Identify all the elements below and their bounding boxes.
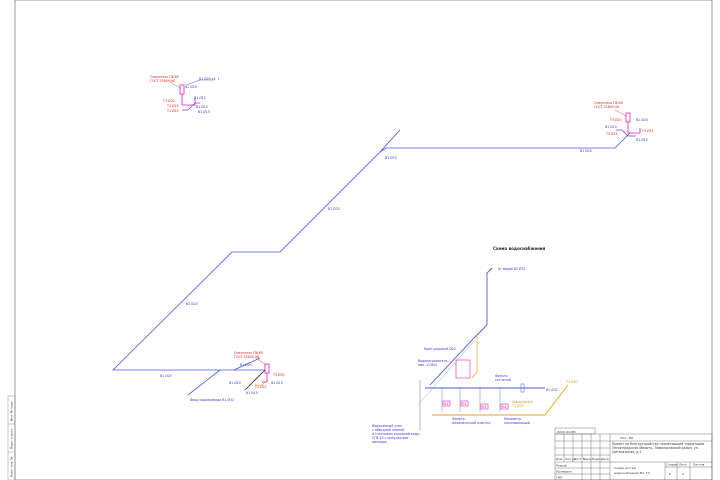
title-block-text: ХХХХ-ХХ-ВК ХХХ - ВК Проект по благоустро…	[556, 430, 705, 480]
pipe-label: Т3 Ø15	[166, 103, 179, 108]
note-label: выходом	[372, 440, 387, 444]
pipe-label: Т3 Ø15	[641, 128, 654, 133]
note-label: и счетчиком холодной воды	[372, 432, 420, 436]
column-header: Дата	[601, 457, 609, 461]
water-heater-icon	[455, 359, 471, 379]
side-stamp: Инв. № подл. Подп. и дата Взам. инв. №	[7, 395, 16, 480]
pipe-label: Т3 Ø20	[272, 372, 285, 377]
pipe-label: В1 Ø15	[636, 137, 648, 142]
project-name: Проект по благоустройству прилегающей те…	[612, 442, 705, 446]
project-info: Проект по благоустройству прилегающей те…	[612, 442, 705, 454]
column-header: Кол.уч	[565, 457, 576, 461]
pipe-labels: В1 Ø25 В1 Ø25 В1 Ø25 В1 Ø25 В1 Ø20 В1 Ø2…	[160, 148, 592, 402]
pipe-label: В1 Ø32	[546, 387, 558, 392]
note-label: сетчатый	[495, 378, 511, 382]
scheme-title: Схема водоснабжения	[493, 246, 546, 251]
column-header: Подп.	[592, 457, 601, 461]
fixture-label: Н1	[444, 402, 448, 406]
boiler-room-scheme: Схема водоснабжения от ввода В1 Ø32 Кран…	[372, 246, 578, 444]
pipe-label: В1 Ø20	[240, 362, 252, 367]
pipe-label: Т3 Ø15	[166, 108, 179, 113]
stamp-code: ХХХХ-ХХ-ВК	[557, 430, 577, 434]
main-pipe	[112, 129, 631, 396]
column-header: Лист	[574, 457, 582, 461]
column-header: Листов	[693, 463, 704, 467]
pipe-label: В1 Ø20	[229, 380, 241, 385]
column-header: Лист	[679, 463, 687, 467]
pipe-label: В1 Ø25	[186, 301, 198, 306]
note-label: механической очистки	[452, 421, 490, 425]
pipe-label: В1 Ø25	[160, 373, 172, 378]
pipe-label: В1 Ø20	[580, 148, 592, 153]
fixture-label: Н2	[462, 402, 466, 406]
note-label: ГОСТ 25809-96	[234, 355, 259, 359]
side-stamp-label: Взам. инв. №	[10, 457, 14, 477]
note-label: Фильтр	[495, 374, 508, 378]
title-block	[554, 427, 713, 480]
fixture-cluster-3: Смеситель ГВ/ХВ ГОСТ 25809-96 Т3 Ø20 Т3 …	[229, 351, 285, 395]
document-code: ХХХ - ВК	[620, 436, 634, 440]
side-stamp-label: Подп. и дата	[10, 428, 14, 449]
note-label: емк. V=80л	[418, 363, 437, 367]
column-header: Стадия	[666, 463, 678, 467]
pipe-label: В1 Ø25	[328, 206, 340, 211]
pipe-label: В1 Ø15	[246, 390, 258, 395]
role-label: Проверил	[556, 470, 571, 474]
note-label: Фильтр	[452, 417, 465, 421]
note-label: Манометр	[504, 417, 521, 421]
column-header: №док	[583, 457, 592, 461]
column-header: Изм.	[556, 457, 563, 461]
note-label: ГОСТ 25809-96	[594, 105, 619, 109]
pipe-label: Т3 Ø20	[609, 117, 622, 122]
note-label: Смеситель ГВ/ХВ	[150, 75, 179, 79]
fixture-label: Н3	[482, 405, 486, 409]
note-label: Смеситель ГВ/ХВ	[234, 351, 263, 355]
note-label: СГВ-20 с импульсным	[372, 436, 409, 440]
pipe-label: Т3 Ø15	[605, 131, 618, 136]
fixture-cluster-2: Смеситель ГВ/ХВ ГОСТ 25809-96 Т3 Ø20 Т3 …	[594, 101, 654, 142]
note-label: Смеситель ГВ/ХВ	[594, 101, 623, 105]
pipe-label: В1 Ø15	[196, 104, 208, 109]
note-label: ГОСТ 25809-96	[150, 79, 175, 83]
fixture-label: Н4	[502, 405, 506, 409]
note-label: Циркуляция	[512, 400, 533, 404]
pipe-label: В1 Ø20	[636, 117, 648, 122]
note-label: с обводной линией	[372, 428, 404, 432]
pipe-label: В1 Ø15	[605, 124, 617, 129]
sheet-value: 4	[682, 472, 684, 476]
role-label: ГИП	[556, 476, 562, 480]
ground-label: Ввод водопровода В1 Ø32	[190, 397, 234, 402]
drawing-frame	[14, 0, 713, 480]
note-label: показывающий	[504, 421, 530, 425]
pipe-label: Т3 Ø20	[162, 98, 175, 103]
note-label: Водонагреватель	[418, 359, 448, 363]
note-label: Кран шаровой Ø20	[424, 346, 456, 351]
side-stamp-label: Инв. № подл.	[10, 400, 14, 421]
note-label: Т4 Ø15	[511, 403, 524, 408]
note-label: Водомерный узел	[372, 424, 402, 428]
pipe-label: Т3 Ø15	[254, 384, 267, 389]
pipe-label: В1 Ø15	[194, 95, 206, 100]
pipe-label: В1 Ø25	[385, 155, 397, 160]
project-address: Ленинградская область, Ломоносовский рай…	[612, 446, 699, 454]
fixture-cluster-1: Смеситель ГВ/ХВ ГОСТ 25809-96 Т3 Ø20 Т3 …	[150, 75, 219, 114]
pipe-label: В1 Ø25 ст. 1	[199, 76, 219, 81]
role-label: Разраб.	[556, 464, 568, 468]
pipe-label: В1 Ø15	[271, 380, 283, 385]
pipe-label: Т3 Ø20	[565, 379, 578, 384]
pipe-label: от ввода В1 Ø32	[498, 266, 526, 271]
sheet-title: Схема систем	[614, 466, 636, 470]
stage-value: Р	[669, 472, 671, 476]
sheet-title: водоснабжения В1, Т3	[614, 471, 650, 475]
pipe-label: В1 Ø15	[198, 109, 210, 114]
pipe-label: В1 Ø20	[185, 84, 197, 89]
